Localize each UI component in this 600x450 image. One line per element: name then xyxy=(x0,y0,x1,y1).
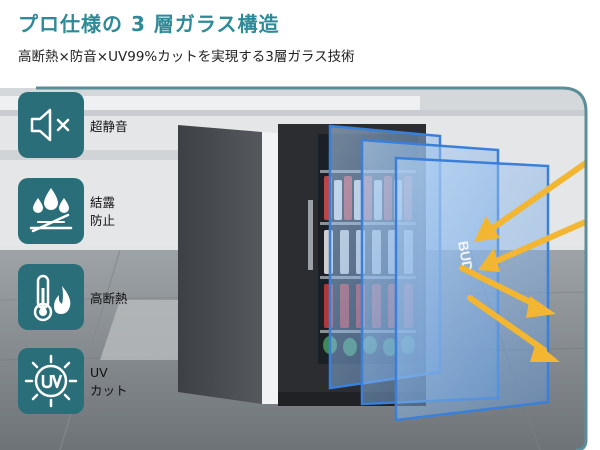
feature-insulation-label: 高断熱 xyxy=(90,291,128,306)
thermometer-flame-icon xyxy=(18,264,84,330)
page-title: プロ仕様の 3 層ガラス構造 xyxy=(18,12,280,36)
speaker-mute-icon xyxy=(18,92,84,158)
feature-anti-condensation: 結露 防止 xyxy=(18,178,168,244)
glass-layer-3 xyxy=(394,156,550,422)
feature-quiet: 超静音 xyxy=(18,92,168,158)
feature-insulation: 高断熱 xyxy=(18,264,168,330)
page-subtitle: 高断熱×防音×UV99%カットを実現する3層ガラス技術 xyxy=(18,49,355,65)
feature-uv-cut: UV カット xyxy=(18,348,168,414)
door-badge-text: BUD xyxy=(455,240,476,273)
feature-anti-condensation-label: 結露 防止 xyxy=(90,195,116,228)
water-drops-icon xyxy=(18,178,84,244)
feature-quiet-label: 超静音 xyxy=(90,119,128,134)
product-photo: BUD xyxy=(0,86,588,450)
feature-uv-cut-label: UV カット xyxy=(90,365,128,398)
sun-uv-icon xyxy=(18,348,84,414)
